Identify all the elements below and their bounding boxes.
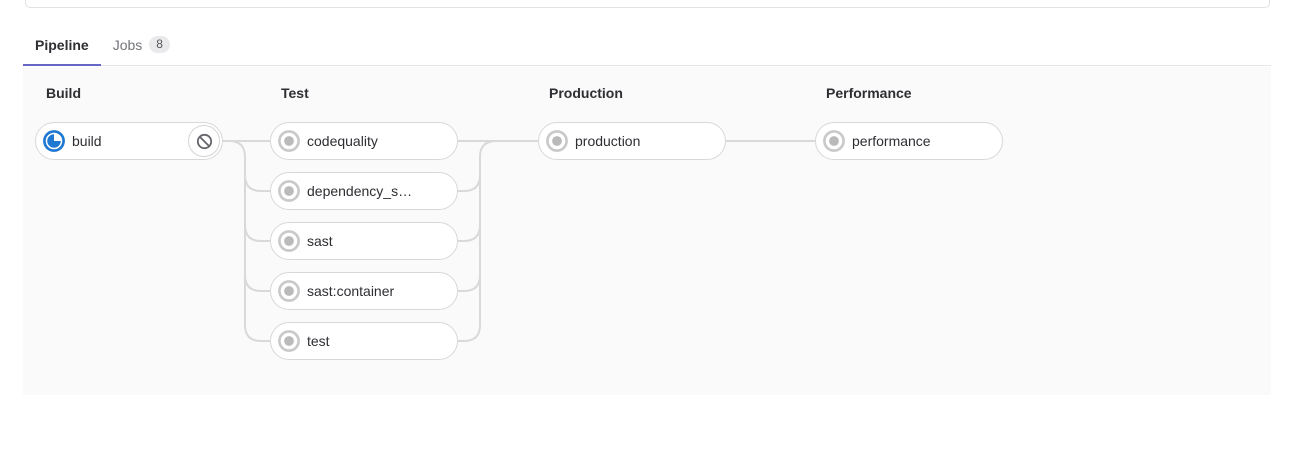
- job-production[interactable]: production: [538, 122, 726, 160]
- job-label: performance: [852, 133, 931, 149]
- stage-title-performance: Performance: [826, 85, 912, 101]
- stage-title-production: Production: [549, 85, 623, 101]
- job-label: dependency_s…: [307, 183, 413, 199]
- stage-build-jobs: build: [35, 122, 223, 172]
- status-created-icon: [823, 130, 845, 152]
- stage-production-jobs: production: [538, 122, 726, 172]
- tab-pipeline[interactable]: Pipeline: [23, 25, 101, 66]
- ban-icon: [196, 133, 212, 149]
- jobs-count-badge: 8: [149, 36, 170, 53]
- cancel-job-button[interactable]: [188, 125, 220, 157]
- job-production-info: production: [546, 130, 640, 152]
- status-created-icon: [546, 130, 568, 152]
- job-build-info: build: [43, 130, 102, 152]
- pipeline-graph: Build build: [23, 67, 1271, 395]
- job-codequality[interactable]: codequality: [270, 122, 458, 160]
- job-sast-container-info: sast:container: [278, 280, 394, 302]
- job-test[interactable]: test: [270, 322, 458, 360]
- status-created-icon: [278, 330, 300, 352]
- status-created-icon: [278, 130, 300, 152]
- job-label: sast:container: [307, 283, 395, 299]
- job-dependency-scanning[interactable]: dependency_s…: [270, 172, 458, 210]
- stage-performance-jobs: performance: [815, 122, 1003, 172]
- pipeline-summary-card-bottom-edge: [25, 0, 1270, 8]
- job-codequality-info: codequality: [278, 130, 378, 152]
- stage-title-build: Build: [46, 85, 81, 101]
- job-label: production: [575, 133, 641, 149]
- status-created-icon: [278, 280, 300, 302]
- stage-connector-lines: [223, 140, 815, 342]
- job-test-info: test: [278, 330, 330, 352]
- job-label: build: [72, 133, 102, 149]
- tab-jobs[interactable]: Jobs 8: [101, 24, 182, 66]
- job-label: test: [307, 333, 330, 349]
- job-sast-container[interactable]: sast:container: [270, 272, 458, 310]
- stage-test-jobs: codequality dependency_s…: [270, 122, 458, 372]
- tab-pipeline-label: Pipeline: [35, 37, 89, 53]
- stage-title-test: Test: [281, 85, 309, 101]
- job-sast[interactable]: sast: [270, 222, 458, 260]
- tab-jobs-label: Jobs: [112, 36, 143, 53]
- job-performance[interactable]: performance: [815, 122, 1003, 160]
- status-created-icon: [278, 230, 300, 252]
- status-created-icon: [278, 180, 300, 202]
- status-running-icon: [43, 130, 65, 152]
- job-dependency-scanning-info: dependency_s…: [278, 180, 412, 202]
- job-sast-info: sast: [278, 230, 333, 252]
- job-label: codequality: [307, 133, 378, 149]
- pipeline-tabs: Pipeline Jobs 8: [23, 24, 1271, 66]
- job-performance-info: performance: [823, 130, 931, 152]
- job-label: sast: [307, 233, 333, 249]
- job-build[interactable]: build: [35, 122, 223, 160]
